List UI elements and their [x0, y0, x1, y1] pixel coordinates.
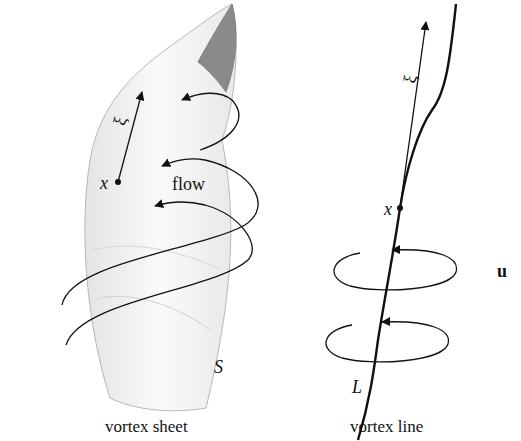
velocity-loop [326, 322, 448, 362]
xi-symbol: ξ [400, 73, 419, 84]
line-label: L [352, 378, 362, 396]
sheet-shading [92, 246, 222, 270]
sheet-fold [198, 4, 236, 92]
flow-line [62, 159, 258, 305]
point-label: x [384, 200, 392, 218]
caption: vortex line [350, 418, 423, 435]
caption: vortex sheet [105, 418, 188, 435]
sheet-shading [95, 296, 210, 330]
surface-label: S [214, 358, 223, 376]
vortex-line-curve [358, 4, 456, 440]
velocity-loop [334, 250, 457, 290]
flow-line [66, 202, 252, 345]
velocity-label: u [497, 262, 507, 280]
flow-line [182, 93, 239, 150]
point-label: x [100, 174, 108, 192]
tangent-arrow [118, 92, 142, 182]
point-x [397, 205, 403, 211]
point-x [115, 179, 121, 185]
flow-label: flow [172, 175, 205, 193]
tangent-arrow [400, 22, 426, 208]
